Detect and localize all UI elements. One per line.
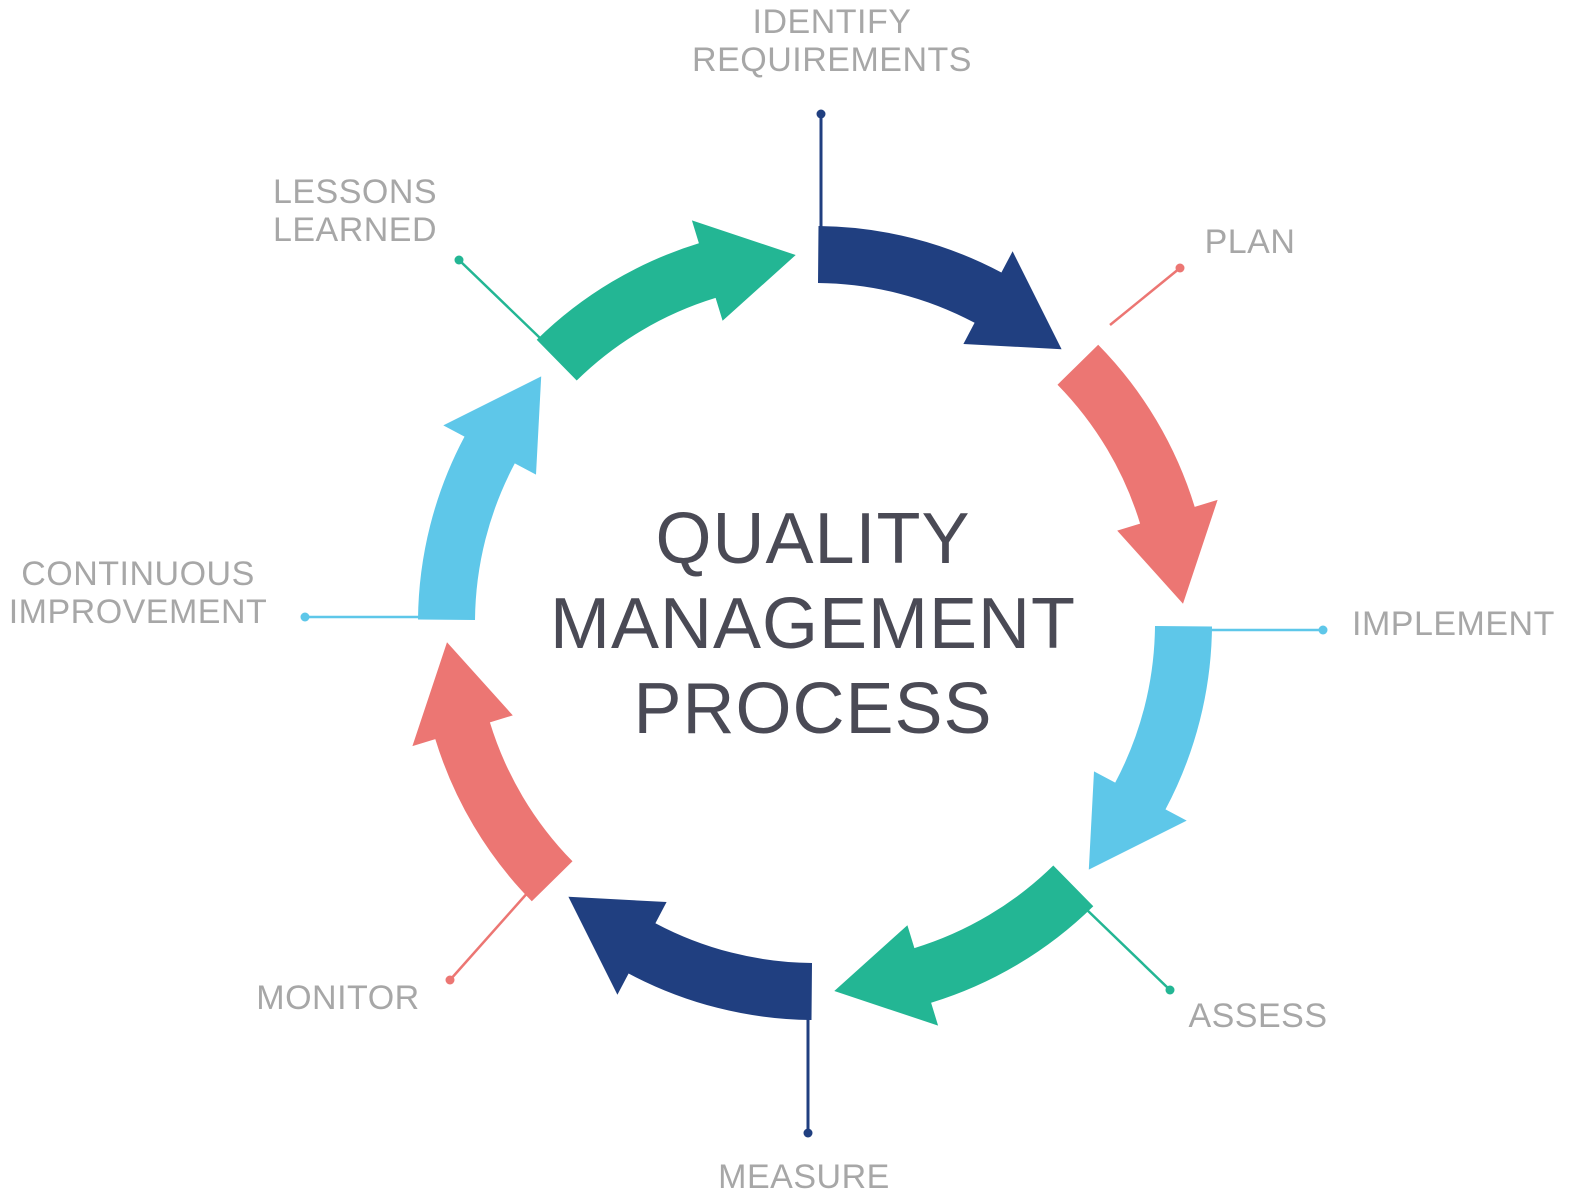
connector-line-lessons-learned xyxy=(458,259,541,339)
connector-dot-plan xyxy=(1175,263,1185,273)
connector-line-plan xyxy=(1109,267,1181,326)
arrow-assess xyxy=(834,865,1094,1026)
connector-dot-continuous-improvement xyxy=(300,612,310,622)
label-implement: IMPLEMENT xyxy=(1352,605,1555,643)
label-continuous-improvement-line-1: CONTINUOUS xyxy=(21,555,255,593)
arrow-implement xyxy=(1088,626,1212,870)
center-title: QUALITY MANAGEMENT PROCESS xyxy=(550,499,1076,749)
connector-dot-measure xyxy=(803,1128,813,1138)
cycle-arrows xyxy=(412,220,1218,1026)
connector-line-assess xyxy=(1084,907,1171,991)
connector-dot-implement xyxy=(1318,625,1328,635)
center-title-line-1: QUALITY xyxy=(655,499,970,579)
label-assess: ASSESS xyxy=(1188,997,1327,1035)
label-measure: MEASURE xyxy=(718,1158,890,1196)
arrow-monitor xyxy=(412,642,573,902)
connector-dot-lessons-learned xyxy=(454,255,464,265)
label-identify-requirements-line-2: REQUIREMENTS xyxy=(692,41,972,79)
label-plan: PLAN xyxy=(1205,223,1296,261)
label-lessons-learned-line-2: LEARNED xyxy=(273,211,437,249)
center-title-line-2: MANAGEMENT xyxy=(550,584,1076,664)
connector-dot-assess xyxy=(1165,985,1175,995)
label-continuous-improvement-line-2: IMPROVEMENT xyxy=(9,593,268,631)
connector-dot-identify-requirements xyxy=(816,109,826,119)
arrow-lessons-learned xyxy=(536,220,796,381)
label-connectors xyxy=(300,109,1328,1138)
connector-dot-monitor xyxy=(445,975,455,985)
arrow-identify-requirements xyxy=(818,226,1062,350)
arrow-measure xyxy=(568,896,812,1020)
center-title-line-3: PROCESS xyxy=(633,669,992,749)
arrow-plan xyxy=(1057,344,1218,604)
label-monitor: MONITOR xyxy=(256,979,419,1017)
connector-line-monitor xyxy=(449,889,531,981)
label-lessons-learned-line-1: LESSONS xyxy=(273,173,437,211)
arrow-continuous-improvement xyxy=(418,376,542,620)
label-identify-requirements-line-1: IDENTIFY xyxy=(753,3,912,41)
